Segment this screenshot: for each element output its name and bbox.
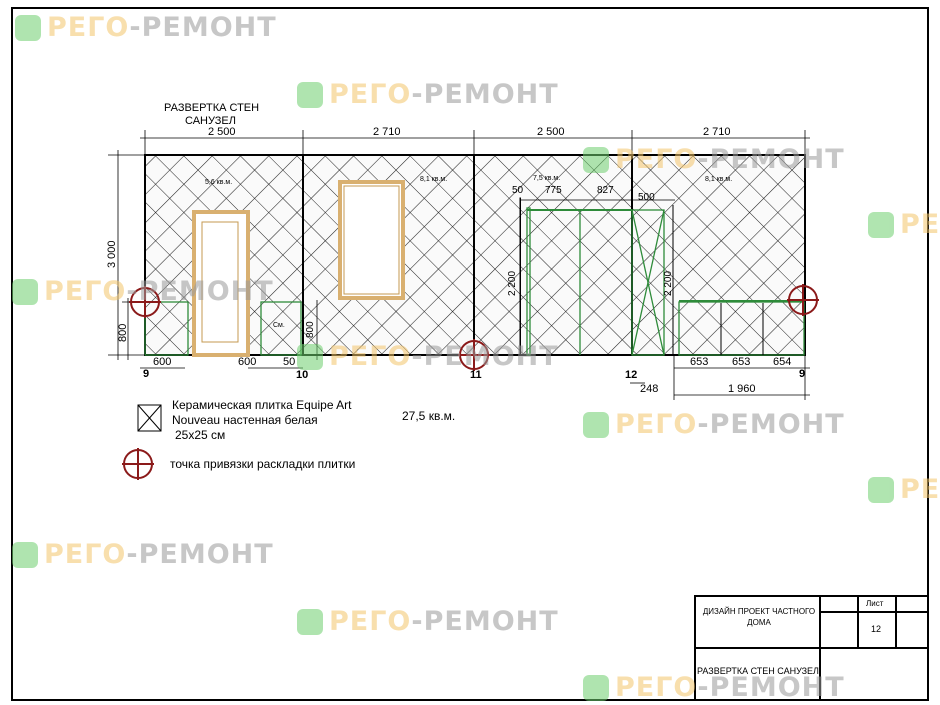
axis-label: 10 (296, 369, 309, 381)
legend-tile-line1: Керамическая плитка Equipe Art (172, 398, 352, 412)
dim-654: 654 (773, 356, 792, 368)
dim-800-left: 800 (117, 323, 129, 342)
window (338, 180, 405, 300)
sheet-frame (11, 7, 929, 701)
axis-label: 9 (143, 368, 150, 380)
dim-653-a: 653 (690, 356, 709, 368)
area-wall-1: 5,6 кв.м. (205, 179, 233, 186)
area-wall-2: 8,1 кв.м. (420, 176, 448, 183)
axis-label: 11 (470, 369, 482, 381)
drawing-name: РАЗВЕРТКА СТЕН САНУЗЕЛ (697, 666, 819, 676)
dim-wall-4: 2 710 (703, 126, 731, 138)
drawing-subtitle: САНУЗЕЛ (185, 115, 236, 127)
dim-50-top: 50 (512, 185, 524, 196)
project-name: ДИЗАЙН ПРОЕКТ ЧАСТНОГО ДОМА (702, 607, 816, 627)
dim-height: 3 000 (106, 240, 118, 268)
dim-600-right: 600 (238, 356, 257, 368)
axis-label: 9 (799, 368, 806, 380)
tile-swatch-icon (137, 404, 162, 432)
cm-label: См. (273, 322, 285, 329)
dim-775: 775 (545, 185, 562, 196)
title-block (694, 595, 929, 701)
legend-tile-line2: Nouveau настенная белая (172, 413, 318, 427)
legend-tile-line3: 25x25 см (175, 428, 226, 442)
dim-2200-right: 2 200 (663, 270, 674, 296)
bath-dividers (519, 197, 764, 356)
dim-653-b: 653 (732, 356, 751, 368)
dim-500: 500 (638, 192, 655, 203)
dim-600-left: 600 (153, 356, 172, 368)
axis-label: 12 (625, 369, 638, 381)
dim-827: 827 (597, 185, 614, 196)
dim-wall-2: 2 710 (373, 126, 401, 138)
area-wall-4: 8,1 кв.м. (705, 176, 733, 183)
sheet-label: Лист (866, 599, 884, 608)
area-wall-3: 7,5 кв.м. (533, 175, 561, 182)
dim-wall-3: 2 500 (537, 126, 565, 138)
dim-248: 248 (640, 383, 659, 395)
dim-50-bottom: 50 (283, 356, 296, 368)
dim-wall-1: 2 500 (208, 126, 236, 138)
fixtures (144, 207, 805, 356)
drawing-title: РАЗВЕРТКА СТЕН (164, 102, 260, 114)
dimension-lines (108, 130, 810, 400)
dim-800-inner: 800 (305, 321, 316, 338)
anchor-markers (122, 284, 819, 480)
dim-1960: 1 960 (728, 383, 756, 395)
sheet-number: 12 (871, 624, 882, 634)
dim-2200-left: 2 200 (507, 270, 518, 296)
door (192, 210, 250, 357)
legend-total-area: 27,5 кв.м. (402, 409, 456, 423)
legend-anchor-label: точка привязки раскладки плитки (170, 457, 356, 471)
